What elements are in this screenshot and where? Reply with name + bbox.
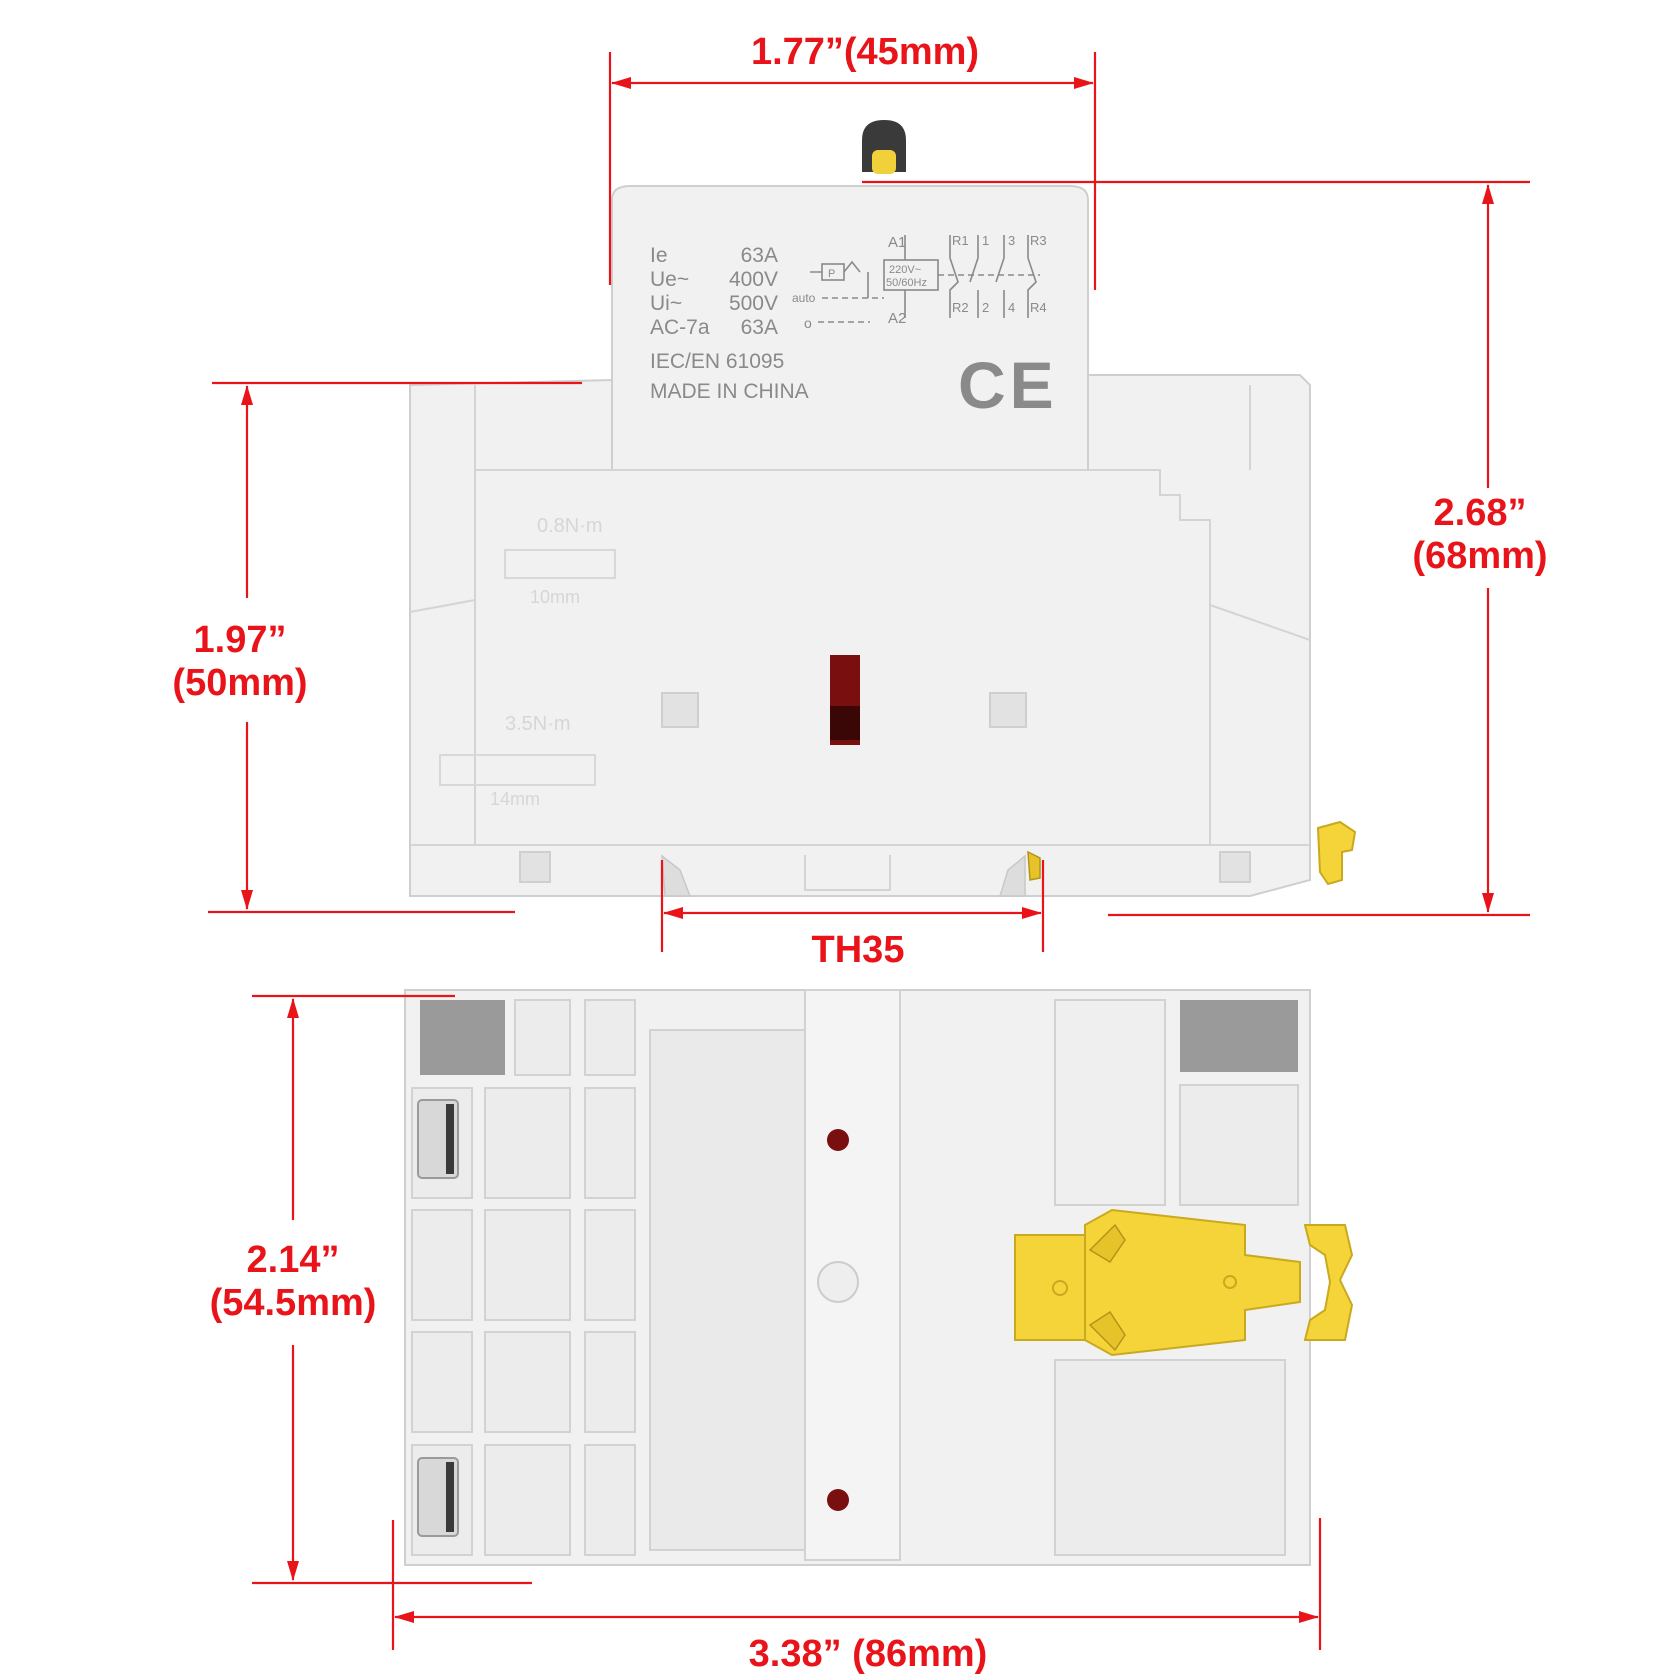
wiring-t2: 2 xyxy=(982,300,989,315)
screw-window-left xyxy=(661,692,699,728)
wiring-t3: 3 xyxy=(1008,233,1015,248)
main-housing xyxy=(409,374,1311,897)
embossed-terminal-bottom: 3.5N·m 14mm xyxy=(439,713,596,809)
wiring-a1: A1 xyxy=(888,234,906,251)
wiring-p: P xyxy=(828,268,835,280)
terminal-screw-bottom-left xyxy=(417,1457,459,1537)
wiring-r4: R4 xyxy=(1030,300,1047,315)
dimension-rail: TH35 xyxy=(812,929,905,971)
spec-value-ue: 400V xyxy=(729,268,778,291)
front-view: 0.8N·m 10mm 3.5N·m 14mm Ie 63A xyxy=(409,120,1357,897)
dimension-bottom-width: 3.38” (86mm) xyxy=(749,1633,988,1675)
toggle-knob xyxy=(862,120,906,174)
dimension-left-height-mm: (50mm) xyxy=(172,662,307,704)
ce-mark: CE xyxy=(958,348,1058,422)
right-cell-grid xyxy=(1054,999,1299,1556)
rivet-top xyxy=(827,1129,849,1151)
embossed-terminal-top: 0.8N·m 10mm xyxy=(504,515,616,607)
wiring-a2: A2 xyxy=(888,310,906,327)
wiring-r2: R2 xyxy=(952,300,969,315)
wiring-t1: 1 xyxy=(982,233,989,248)
spec-origin: MADE IN CHINA xyxy=(650,380,809,403)
spec-block: Ie 63A Ue~ 400V Ui~ 500V AC-7a 63A IEC/E… xyxy=(650,244,809,403)
spec-value-ui: 500V xyxy=(729,292,778,315)
screw-window-right xyxy=(989,692,1027,728)
strip-top-label: 10mm xyxy=(530,587,580,607)
wiring-r1: R1 xyxy=(952,233,969,248)
terminal-screw-top-left xyxy=(417,1099,459,1179)
left-cell-grid xyxy=(411,999,636,1556)
spec-label-ui: Ui~ xyxy=(650,292,682,315)
dimension-bottom-height-mm: (54.5mm) xyxy=(210,1282,377,1324)
spec-label-ue: Ue~ xyxy=(650,268,689,291)
coil-voltage: 220V~ xyxy=(889,264,921,276)
torque-bottom-label: 3.5N·m xyxy=(505,713,571,735)
status-indicator xyxy=(830,655,860,745)
spec-standard: IEC/EN 61095 xyxy=(650,350,784,373)
wiring-r3: R3 xyxy=(1030,233,1047,248)
center-mold-mark xyxy=(817,1261,859,1303)
spec-value-ie: 63A xyxy=(741,244,778,267)
coil-frequency: 50/60Hz xyxy=(886,277,927,289)
wiring-off: o xyxy=(804,315,812,331)
dimension-annotations: 1.77”(45mm) 2.68” (68mm) 1.97” (50mm) TH… xyxy=(172,31,1547,1675)
bottom-view xyxy=(404,989,1354,1566)
strip-bottom-label: 14mm xyxy=(490,789,540,809)
upper-housing xyxy=(611,185,1089,471)
rivet-bottom xyxy=(827,1489,849,1511)
spec-label-ie: Ie xyxy=(650,244,668,267)
spec-value-ac7a: 63A xyxy=(741,316,778,339)
torque-top-label: 0.8N·m xyxy=(537,515,603,537)
spec-label-ac7a: AC-7a xyxy=(650,316,710,339)
wiring-diagram: A1 220V~ 50/60Hz A2 P auto o R1 1 3 R3 R xyxy=(792,233,1047,331)
dimension-left-height-inch: 1.97” xyxy=(194,619,287,661)
dimension-right-height-mm: (68mm) xyxy=(1412,535,1547,577)
din-rail-clip-front xyxy=(1027,820,1357,886)
wiring-t4: 4 xyxy=(1008,300,1015,315)
dimension-right-height-inch: 2.68” xyxy=(1434,492,1527,534)
dimension-top-width: 1.77”(45mm) xyxy=(751,31,979,73)
dimension-bottom-height-inch: 2.14” xyxy=(247,1239,340,1281)
din-rail-clip-bottom xyxy=(1014,1208,1354,1357)
wiring-auto: auto xyxy=(792,291,816,305)
